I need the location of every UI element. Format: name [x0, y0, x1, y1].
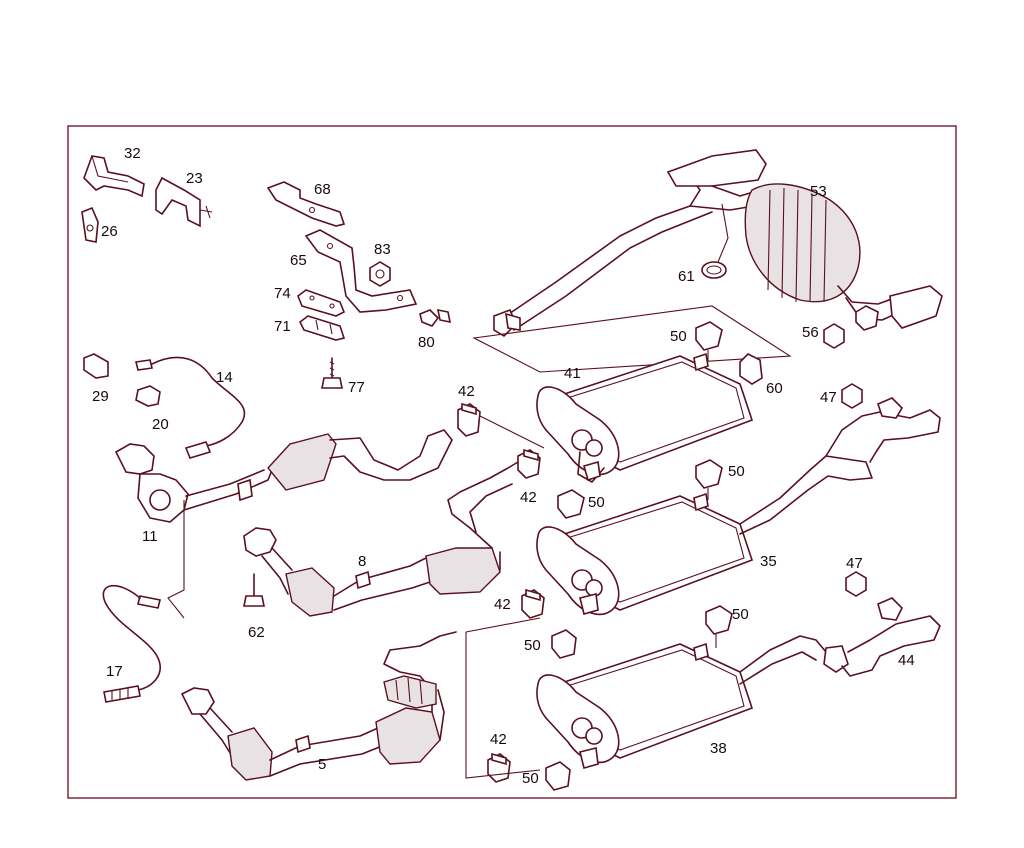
mount-50-mid[interactable]	[695, 459, 723, 500]
bracket-23[interactable]	[155, 176, 213, 228]
rubber-mount-71[interactable]	[298, 315, 346, 341]
label-71: 71	[274, 318, 291, 335]
label-65: 65	[290, 252, 307, 269]
clip-80[interactable]	[419, 308, 452, 327]
label-80: 80	[418, 334, 435, 351]
label-42-bottom: 42	[490, 731, 507, 748]
mount-50-lower[interactable]	[705, 605, 733, 648]
oxygen-sensor-14[interactable]	[135, 356, 246, 459]
part-labels: 32 23 26 68 83 65 74 71 80 77 14 29 20 1…	[92, 145, 915, 787]
label-50-bottom: 50	[522, 770, 539, 787]
leader-42-top	[479, 415, 545, 449]
middle-silencer-35[interactable]	[536, 397, 941, 616]
nut-83[interactable]	[369, 261, 391, 287]
mount-50-left-b[interactable]	[551, 629, 577, 659]
bolt-77[interactable]	[321, 357, 343, 389]
label-41: 41	[564, 365, 581, 382]
diagram-frame	[67, 125, 957, 799]
label-14: 14	[216, 369, 233, 386]
front-silencer-41[interactable]	[536, 352, 754, 483]
catalytic-converter-5[interactable]	[180, 631, 457, 781]
catalytic-converter-8[interactable]	[243, 461, 519, 617]
label-50-mid: 50	[728, 463, 745, 480]
leader-61	[717, 203, 729, 263]
clamp-61[interactable]	[701, 261, 727, 279]
leader-11	[167, 500, 185, 619]
label-60: 60	[766, 380, 783, 397]
label-20: 20	[152, 416, 169, 433]
nut-56[interactable]	[823, 323, 845, 349]
label-38: 38	[710, 740, 727, 757]
label-32: 32	[124, 145, 141, 162]
bolt-62[interactable]	[243, 573, 265, 607]
label-35: 35	[760, 553, 777, 570]
mount-50-bottom[interactable]	[545, 761, 571, 791]
label-50-left-b: 50	[524, 637, 541, 654]
label-56: 56	[802, 324, 819, 341]
clip-29[interactable]	[83, 353, 109, 379]
nut-47-top[interactable]	[841, 383, 863, 409]
bracket-32[interactable]	[83, 155, 145, 198]
clamp-42-lower[interactable]	[521, 588, 545, 619]
label-5: 5	[318, 756, 326, 773]
label-74: 74	[274, 285, 291, 302]
label-68: 68	[314, 181, 331, 198]
clamp-42-top[interactable]	[457, 402, 481, 437]
label-50-left-a: 50	[588, 494, 605, 511]
label-77: 77	[348, 379, 365, 396]
leader-42-bottom	[465, 617, 541, 779]
label-26: 26	[101, 223, 118, 240]
bracket-68[interactable]	[266, 181, 346, 227]
label-17: 17	[106, 663, 123, 680]
label-83: 83	[374, 241, 391, 258]
clamp-53-rear[interactable]	[855, 305, 879, 331]
rubber-mount-74[interactable]	[297, 289, 346, 317]
label-23: 23	[186, 170, 203, 187]
shim-26[interactable]	[81, 206, 99, 243]
label-50-lower: 50	[732, 606, 749, 623]
label-62: 62	[248, 624, 265, 641]
leader-box-41	[472, 305, 792, 373]
label-42-top: 42	[458, 383, 475, 400]
label-50-top: 50	[670, 328, 687, 345]
rear-silencer-53[interactable]	[493, 149, 943, 338]
label-42-mid: 42	[520, 489, 537, 506]
catalytic-converter-11[interactable]	[114, 429, 453, 523]
label-53: 53	[810, 183, 827, 200]
label-42-lower: 42	[494, 596, 511, 613]
mount-60[interactable]	[739, 353, 763, 385]
label-47-top: 47	[820, 389, 837, 406]
clip-20[interactable]	[135, 385, 161, 407]
clamp-42-bottom[interactable]	[487, 752, 511, 783]
label-44: 44	[898, 652, 915, 669]
label-61: 61	[678, 268, 695, 285]
label-8: 8	[358, 553, 366, 570]
rear-silencer-38[interactable]	[536, 597, 941, 769]
clamp-42-mid[interactable]	[517, 448, 541, 479]
label-11: 11	[142, 528, 158, 545]
oxygen-sensor-17[interactable]	[102, 584, 161, 703]
label-29: 29	[92, 388, 109, 405]
nut-47-lower[interactable]	[845, 571, 867, 597]
label-47-lower: 47	[846, 555, 863, 572]
mount-50-left-a[interactable]	[557, 489, 585, 519]
bracket-65[interactable]	[304, 229, 418, 313]
mount-50-top[interactable]	[695, 321, 723, 362]
